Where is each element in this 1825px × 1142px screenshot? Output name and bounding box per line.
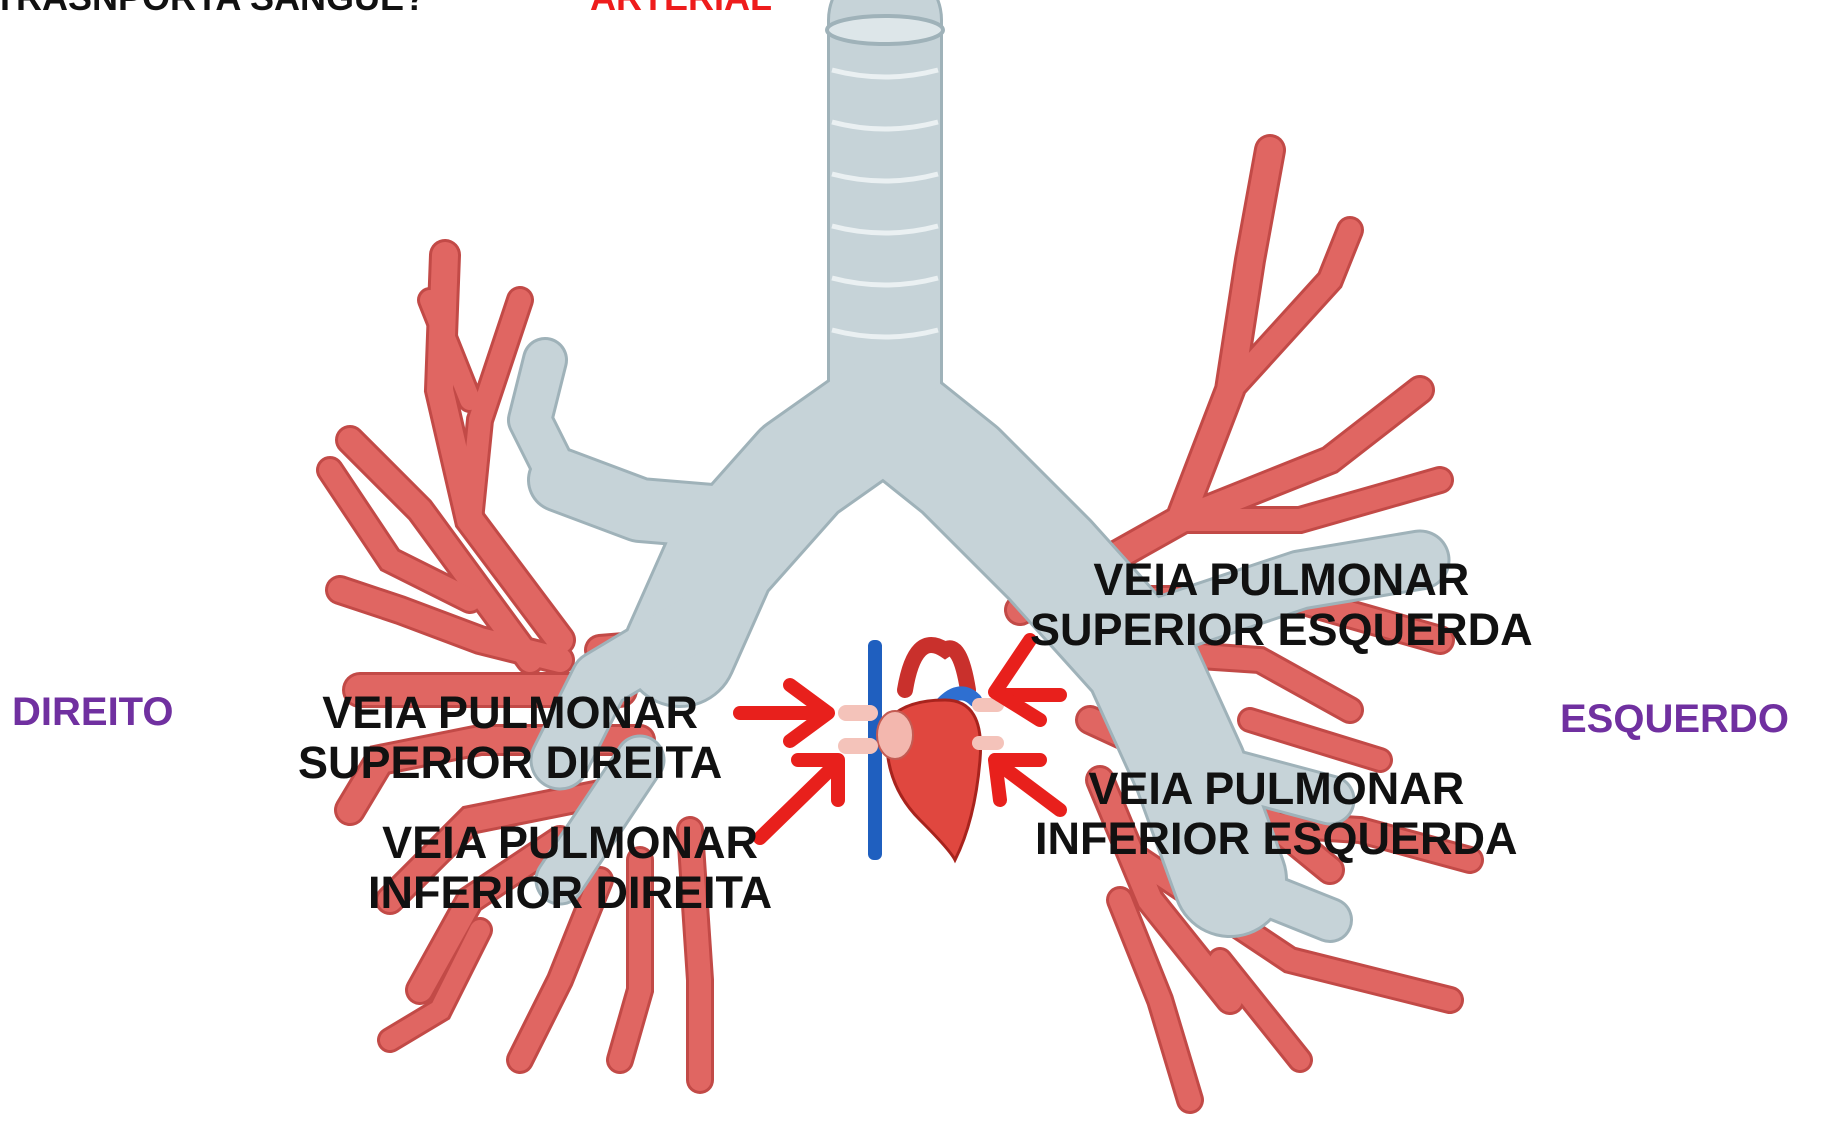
label-line-1: VEIA PULMONAR — [298, 688, 722, 738]
answer-text: ARTERIAL — [590, 0, 772, 18]
side-label-direito: DIREITO — [12, 690, 174, 734]
question-text: TRASNPORTA SANGUE? — [0, 0, 426, 18]
side-label-esquerdo: ESQUERDO — [1560, 697, 1789, 741]
label-line-1: VEIA PULMONAR — [368, 818, 772, 868]
pulmonary-vessel — [1250, 720, 1380, 760]
label-veia-pulmonar-superior-esquerda: VEIA PULMONAR SUPERIOR ESQUERDA — [1030, 555, 1533, 654]
vein-stub-upper-right — [838, 705, 878, 721]
label-line-2: SUPERIOR DIREITA — [298, 738, 722, 788]
label-line-2: SUPERIOR ESQUERDA — [1030, 605, 1533, 655]
label-line-2: INFERIOR ESQUERDA — [1035, 814, 1518, 864]
label-veia-pulmonar-superior-direita: VEIA PULMONAR SUPERIOR DIREITA — [298, 688, 722, 787]
label-line-2: INFERIOR DIREITA — [368, 868, 772, 918]
label-line-1: VEIA PULMONAR — [1030, 555, 1533, 605]
vein-stub-lower-right — [838, 738, 878, 754]
vein-stub-lower-left — [972, 736, 1004, 750]
aortic-arch — [905, 645, 968, 690]
label-line-1: VEIA PULMONAR — [1035, 764, 1518, 814]
right-atrium — [877, 711, 913, 759]
label-veia-pulmonar-inferior-direita: VEIA PULMONAR INFERIOR DIREITA — [368, 818, 772, 917]
heart-icon — [838, 640, 1004, 860]
label-veia-pulmonar-inferior-esquerda: VEIA PULMONAR INFERIOR ESQUERDA — [1035, 764, 1518, 863]
trachea-opening — [827, 16, 943, 44]
